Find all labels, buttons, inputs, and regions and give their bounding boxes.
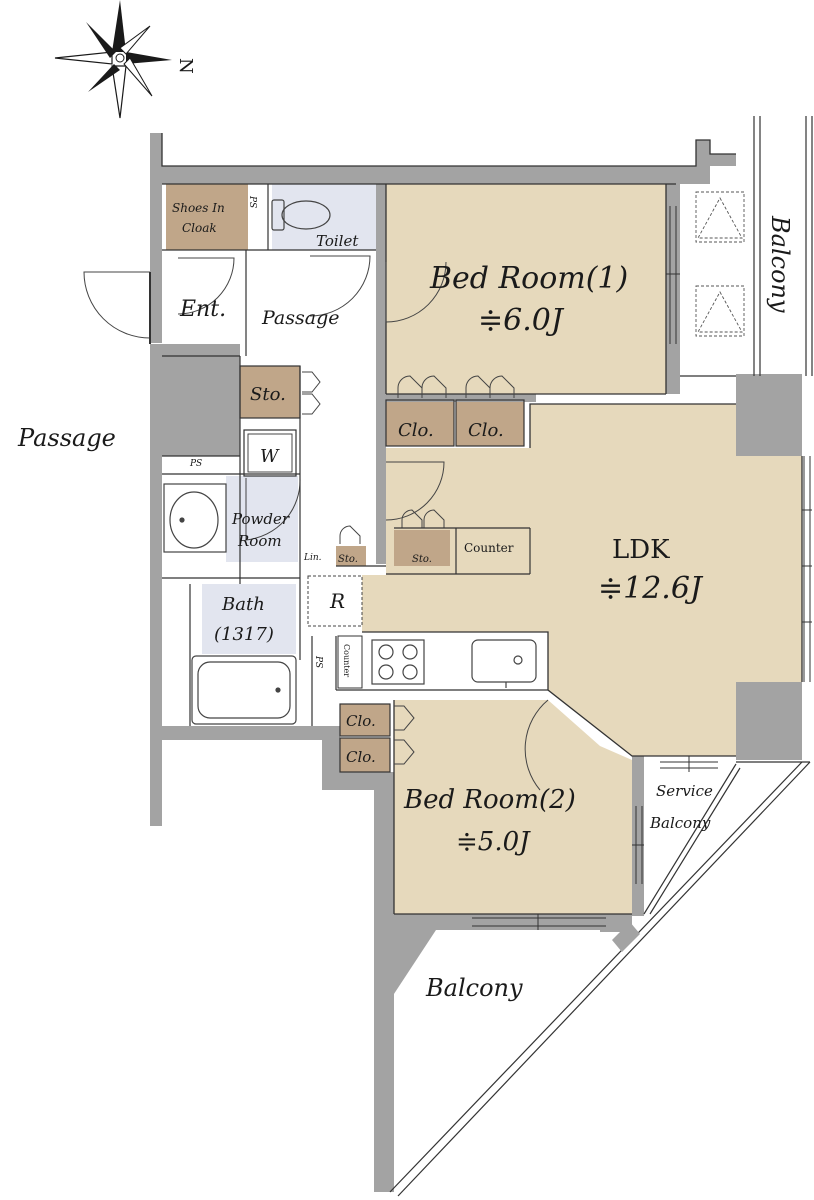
balcony-south-label: Balcony [425,974,523,1002]
balcony-south-rail [389,761,811,1197]
bedroom1-window [666,206,680,344]
shoes-cloak-label-1: Shoes In [172,201,225,215]
shoes-cloak-label-2: Cloak [182,221,217,235]
washbasin-icon [163,483,227,553]
powder-label-2: Room [237,532,282,550]
bedroom2-window [472,914,606,930]
toilet-icon [271,199,331,231]
closet4-fill [340,738,390,772]
refrigerator-label: R [329,589,345,613]
kitchen-sink-icon [471,639,537,688]
bedroom2-size: ≑5.0J [456,827,531,857]
ps-label-bath: PS [313,655,323,668]
toilet-label: Toilet [316,232,359,250]
ps-label-top: PS [247,195,257,208]
closet-label-3: Clo. [346,712,376,730]
closet3-fill [340,704,390,736]
linen-label: Lin. [303,553,322,563]
balcony-east-rail [680,116,813,377]
passage-inner-label: Passage [261,307,340,329]
side-counter [337,635,363,689]
service-balcony-label-1: Service [656,782,713,800]
balcony-pillar [612,922,640,952]
ps-label-mid: PS [189,459,202,469]
closet-label-2: Clo. [468,420,504,441]
ldk-floor [362,404,802,756]
ldk-name: LDK [612,535,670,565]
partitions [162,184,548,773]
powder-label-1: Powder [231,510,290,528]
bedroom1-floor [386,183,667,394]
closet1-fill [386,400,454,446]
closet-label-4: Clo. [346,748,376,766]
counter-label: Counter [464,541,514,555]
passage-outer-label: Passage [17,424,116,452]
washer-box [243,429,297,477]
sto-small1-fill [336,546,366,566]
entrance-label: Ent. [179,297,226,322]
stove-icon [371,639,425,685]
service-balcony-label-2: Balcony [649,814,711,832]
refrigerator-space [307,575,363,627]
storage-fill [240,366,300,418]
bathtub-icon [191,655,297,725]
closet-door-glyphs [302,371,515,765]
ldk-size: ≑12.6J [598,571,704,606]
bath-floor [202,584,296,654]
bedroom2-side-window [632,806,644,884]
counter-vertical-label: Counter [342,644,351,677]
ldk-windows [802,456,812,682]
toilet-floor [272,184,376,250]
bedroom2-name: Bed Room(2) [403,785,576,815]
shoes-cloak-fill [166,184,248,250]
entrance-door-icon [83,271,151,344]
bath-label-2: (1317) [214,624,274,645]
sto-small2-fill [394,530,450,566]
north-label: N [175,58,196,74]
bedroom1-name: Bed Room(1) [429,261,628,296]
compass-icon [54,0,172,119]
bedroom2-floor [394,700,632,914]
bedroom1-size: ≑6.0J [478,303,565,338]
balcony-east-label: Balcony [766,215,794,313]
closet-label-1: Clo. [398,420,434,441]
washer-label: W [260,446,280,467]
outdoor-unit-icon [695,191,745,337]
bath-label-1: Bath [221,594,265,615]
interior-doors [177,255,549,791]
storage-label: Sto. [250,384,286,405]
closet2-fill [456,400,524,446]
service-balcony-window [660,756,718,772]
sto-small-label-2: Sto. [412,554,432,565]
sto-small-label-1: Sto. [338,554,358,565]
